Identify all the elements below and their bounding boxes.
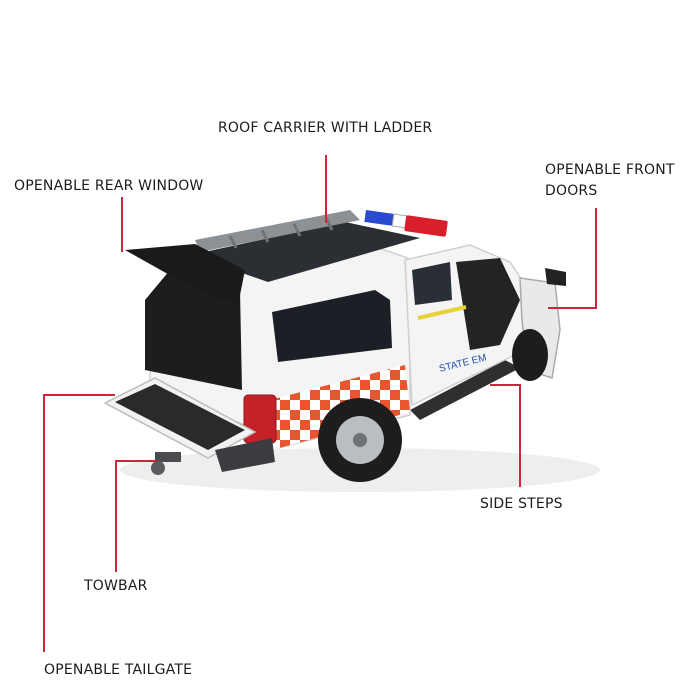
rear-window-label: OPENABLE REAR WINDOW: [14, 178, 204, 194]
rear-bumper: [215, 438, 275, 472]
cab-rear-window: [412, 262, 452, 305]
ladder: [195, 210, 360, 252]
front-wheel: [512, 329, 548, 381]
front-doors-label-line1: OPENABLE FRONT: [545, 162, 675, 178]
tailgate-liner: [115, 384, 245, 450]
yellow-stripe: [417, 305, 467, 320]
front-doors-line-v: [595, 208, 597, 308]
rear-window-line: [121, 197, 123, 252]
side-steps-line-v: [519, 384, 521, 487]
canopy-opening: [145, 270, 242, 390]
towbar-line-h: [115, 460, 157, 462]
side-steps-label: SIDE STEPS: [480, 496, 563, 512]
canopy-side-window: [272, 290, 392, 362]
roof-carrier-line: [325, 155, 327, 223]
door-mirror: [545, 268, 566, 286]
side-steps-line-h: [490, 384, 520, 386]
tailgate-line-h: [43, 394, 115, 396]
cab-door-opening: [456, 258, 520, 350]
lightbar-red: [404, 215, 448, 237]
side-step: [410, 360, 520, 420]
front-doors-line-h: [548, 307, 597, 309]
towbar-line-v: [115, 460, 117, 572]
towbar: [151, 452, 181, 475]
tailgate-line-v: [43, 394, 45, 652]
towbar-label: TOWBAR: [84, 578, 148, 594]
lightbar-blue: [364, 209, 396, 227]
front-doors-label-line2: DOORS: [545, 183, 598, 199]
roof-carrier-label: ROOF CARRIER WITH LADDER: [218, 120, 433, 136]
tailgate-label: OPENABLE TAILGATE: [44, 662, 193, 678]
open-rear-window: [125, 244, 245, 305]
rear-wheel: [318, 398, 402, 482]
roof-rack: [190, 222, 420, 282]
